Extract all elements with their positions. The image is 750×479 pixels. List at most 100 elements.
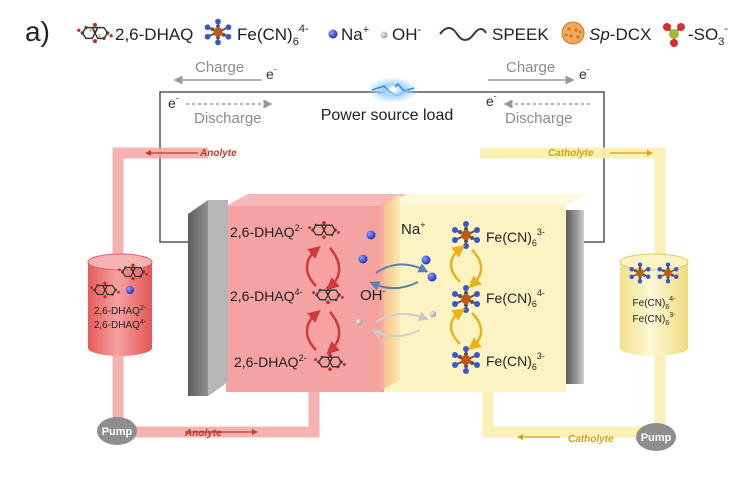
anolyte-tank: 2,6-DHAQ 2- 2,6-DHAQ4- — [87, 253, 153, 356]
membrane-anion-label: OH — [360, 287, 383, 304]
anolyte-pipe-label-top: Anolyte — [199, 148, 237, 159]
svg-text:Fe(CN)64-: Fe(CN)64- — [633, 296, 677, 311]
hydroxide-ion-1 — [355, 318, 363, 326]
legend-label-so: -SO — [688, 25, 718, 44]
catholyte-species-top-sup: 3- — [537, 227, 545, 237]
speek-wave-icon — [439, 27, 487, 41]
anolyte-pipes: Anolyte Anolyte — [112, 147, 320, 439]
catholyte-species-bot: Fe(CN) — [486, 353, 532, 369]
svg-text:Fe(CN)63-: Fe(CN)63- — [633, 312, 677, 327]
anolyte-species-top-sup: 2- — [295, 223, 303, 233]
svg-text:Fe(CN)63-: Fe(CN)63- — [486, 227, 545, 248]
anolyte-species-bot: 2,6-DHAQ — [234, 354, 299, 370]
ion-transport: Na+ OH- — [355, 220, 437, 339]
svg-text:2,6-DHAQ2-: 2,6-DHAQ2- — [234, 353, 307, 370]
anolyte-species-mid-sup: 4- — [295, 287, 303, 297]
anolyte-pipe-label-bottom: Anolyte — [184, 428, 222, 439]
sodium-ion-4 — [427, 272, 437, 282]
electron-label-lb: e — [168, 95, 176, 111]
svg-text:Fe(CN)64-: Fe(CN)64- — [486, 288, 545, 309]
membrane-cation-label: Na — [401, 221, 421, 238]
legend-label-na: Na — [341, 25, 363, 44]
svg-text:2,6-DHAQ4-: 2,6-DHAQ4- — [94, 319, 147, 331]
electron-sup-rb: - — [494, 91, 497, 101]
catholyte-pipes: Catholyte Catholyte — [480, 147, 666, 445]
legend-label-oh: OH — [392, 25, 418, 44]
svg-text:2,6-DHAQ4-: 2,6-DHAQ4- — [230, 287, 303, 304]
anolyte-species: 2,6-DHAQ2- 2,6-DHAQ4- 2,6-DHAQ2- — [230, 220, 347, 372]
discharge-label-left: Discharge — [194, 110, 262, 127]
anolyte-tank-line2-sup: 4- — [140, 319, 147, 326]
hydroxide-arrow-back — [371, 329, 421, 339]
power-load-spark-icon — [367, 77, 419, 103]
catholyte-tank-line1: Fe(CN) — [633, 298, 666, 309]
electron-sup-lb: - — [176, 93, 179, 103]
membrane-cation-sup: + — [420, 220, 425, 230]
anolyte-arrow-oxidize-1 — [305, 245, 321, 287]
sp-dcx-icon — [561, 21, 585, 45]
legend-label-so-sub: 3 — [718, 36, 724, 48]
catholyte-arrow-oxidize-2 — [449, 308, 466, 345]
legend-item-sodium: Na+ — [328, 24, 369, 44]
svg-text:-SO3-: -SO3- — [688, 23, 728, 48]
anolyte-species-bot-sup: 2- — [299, 353, 307, 363]
anolyte-arrow-reduce-2 — [326, 311, 341, 355]
catholyte-pipe-label-top: Catholyte — [548, 148, 594, 159]
power-source-load-label: Power source load — [321, 107, 454, 124]
anolyte-pump: Pump — [97, 417, 137, 445]
electron-label-rb: e — [486, 93, 494, 109]
charge-label-right: Charge — [506, 59, 555, 76]
anolyte-arrow-reduce-1 — [326, 247, 341, 291]
legend-label-sp: Sp — [589, 25, 610, 44]
discharge-label-right: Discharge — [505, 110, 573, 127]
catholyte-species: Fe(CN)63- Fe(CN)64- Fe(CN)63- — [449, 220, 545, 375]
legend-label-dhaq: 2,6-DHAQ — [115, 25, 193, 44]
membrane-anion-sup: - — [383, 286, 386, 296]
svg-text:e-: e- — [486, 91, 497, 109]
speek-membrane — [378, 194, 400, 392]
catholyte-species-bot-sub: 6 — [532, 362, 537, 372]
catholyte-tank: Fe(CN)64- Fe(CN)63- — [619, 253, 689, 356]
catholyte-arrow-reduce-1 — [468, 249, 483, 289]
tank-sodium-icon — [126, 286, 134, 294]
catholyte-tank-line1-sub: 6 — [665, 304, 669, 311]
anolyte-species-top: 2,6-DHAQ — [230, 224, 295, 240]
anolyte-tank-line1-sup: 2- — [140, 305, 147, 312]
svg-text:Na+: Na+ — [401, 220, 425, 238]
svg-text:Fe(CN)64-: Fe(CN)64- — [237, 23, 309, 48]
sodium-arrow-back — [369, 281, 419, 291]
catholyte-pump: Pump — [636, 423, 676, 451]
sodium-ion-2 — [358, 254, 368, 264]
legend-label-oh-sup: - — [418, 24, 422, 36]
anolyte-tank-line2: 2,6-DHAQ — [94, 320, 140, 331]
anolyte-arrow-oxidize-2 — [305, 309, 321, 351]
external-circuit: Power source load Charge e- e- Discharge… — [159, 59, 605, 243]
right-electrode — [566, 210, 584, 384]
anolyte-pump-label: Pump — [102, 426, 133, 438]
legend-label-fecn-sub: 6 — [293, 36, 299, 48]
flow-cell — [188, 194, 588, 396]
catholyte-tank-line1-sup: 4- — [669, 296, 676, 303]
electron-sup-rt: - — [587, 64, 590, 74]
catholyte-tank-line2-sub: 6 — [665, 320, 669, 327]
sodium-arrow-forward — [375, 263, 429, 274]
legend-label-fecn-sup: 4- — [299, 23, 309, 35]
catholyte-species-mid: Fe(CN) — [486, 290, 532, 306]
catholyte-species-mid-sub: 6 — [532, 299, 537, 309]
panel-label: a) — [25, 16, 50, 47]
catholyte-species-top-sub: 6 — [532, 238, 537, 248]
electron-label-rt: e — [579, 66, 587, 82]
legend-label-fecn: Fe(CN) — [237, 25, 293, 44]
hydroxide-ion-2 — [429, 310, 437, 318]
catholyte-pipe-label-bottom: Catholyte — [568, 434, 614, 445]
svg-text:e-: e- — [168, 93, 179, 111]
sodium-ion-3 — [421, 255, 431, 265]
catholyte-pump-label: Pump — [641, 432, 672, 444]
anolyte-species-mid: 2,6-DHAQ — [230, 288, 295, 304]
svg-text:OH-: OH- — [392, 24, 422, 44]
legend-item-hydroxide: OH- — [380, 24, 422, 44]
catholyte-species-mid-sup: 4- — [537, 288, 545, 298]
catholyte-arrow-reduce-2 — [468, 312, 483, 350]
legend-item-ferrocyanide: Fe(CN)64- — [203, 17, 309, 48]
